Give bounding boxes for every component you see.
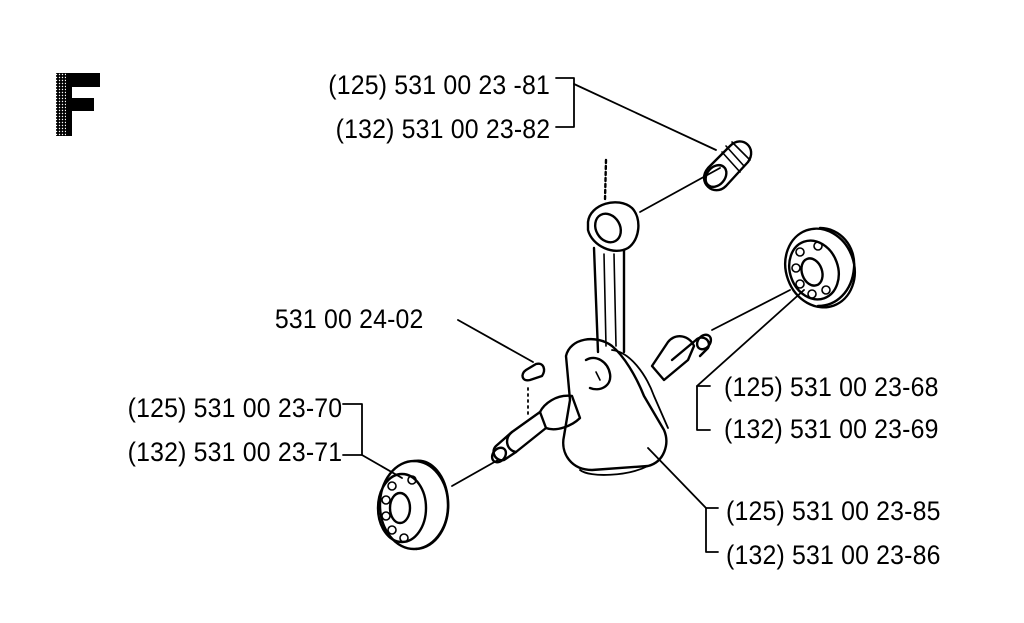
callout-right-bearing-132: (132) 531 00 23-69: [724, 414, 939, 444]
callout-left-bearing-132: (132) 531 00 23-71: [127, 437, 342, 467]
connecting-rod: [586, 158, 640, 354]
callout-needle-bearing-132: (132) 531 00 23-82: [335, 114, 550, 144]
callout-needle-bearing-125: (125) 531 00 23 -81: [328, 70, 550, 100]
needle-bearing: [702, 140, 753, 192]
woodruff-key: [521, 362, 546, 382]
section-letter-graphic: [56, 73, 100, 136]
callout-key: 531 00 24-02: [275, 304, 424, 334]
left-ball-bearing: [376, 459, 450, 551]
callout-crankshaft-132: (132) 531 00 23-86: [726, 540, 941, 570]
crankshaft-body: [490, 333, 713, 476]
callout-right-bearing-125: (125) 531 00 23-68: [724, 372, 939, 402]
right-ball-bearing: [784, 226, 856, 309]
callout-crankshaft-125: (125) 531 00 23-85: [726, 496, 941, 526]
callout-left-bearing-125: (125) 531 00 23-70: [127, 393, 342, 423]
